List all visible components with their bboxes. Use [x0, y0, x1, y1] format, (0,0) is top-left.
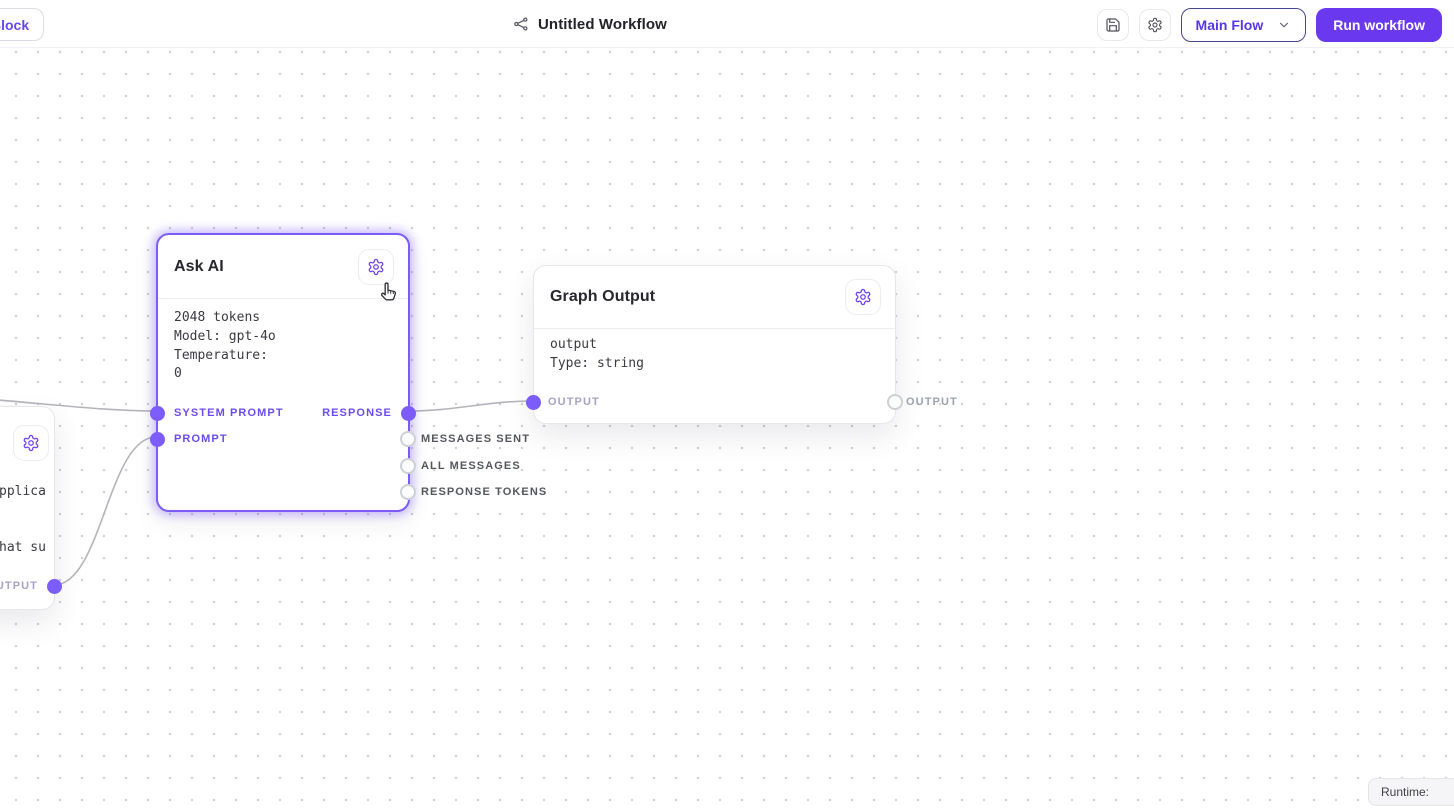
port-all-messages: ALL MESSAGES	[400, 458, 521, 474]
node-title: Graph Output	[550, 288, 656, 305]
port-label: SYSTEM PROMPT	[174, 407, 284, 419]
text-node-content-line: pplica	[0, 484, 46, 499]
port-label: ALL MESSAGES	[421, 460, 521, 472]
port-label: OUTPUT	[548, 396, 600, 408]
port-label: OUTPUT	[906, 396, 958, 408]
port-dot[interactable]	[400, 431, 416, 447]
settings-button[interactable]	[1138, 9, 1171, 41]
node-divider	[534, 328, 895, 329]
port-label: PROMPT	[174, 433, 228, 445]
gear-icon	[1147, 17, 1163, 33]
ask-ai-settings-button[interactable]	[358, 248, 394, 285]
port-dot[interactable]	[526, 394, 541, 410]
run-workflow-button[interactable]: Run workflow	[1316, 8, 1442, 42]
port-label: RESPONSE	[322, 407, 392, 419]
node-header: Graph Output	[534, 266, 895, 328]
port-response-tokens: RESPONSE TOKENS	[400, 484, 547, 500]
flow-selector-label: Main Flow	[1195, 17, 1264, 33]
add-block-button[interactable]: Block	[0, 8, 45, 41]
port-text-output: OUTPUT	[0, 578, 62, 594]
edge-response-to-output[interactable]	[409, 400, 533, 412]
graph-output-settings-button[interactable]	[845, 279, 881, 315]
runtime-status-badge: Runtime:	[1368, 778, 1454, 806]
port-system-prompt: SYSTEM PROMPT	[150, 405, 284, 421]
port-dot[interactable]	[150, 431, 165, 447]
workflow-graph-icon	[513, 16, 529, 32]
port-dot[interactable]	[150, 405, 165, 421]
port-label: OUTPUT	[0, 580, 38, 592]
top-toolbar: Block Untitled Workflow	[0, 0, 1454, 48]
page-title[interactable]: Untitled Workflow	[538, 15, 667, 33]
text-node-partial[interactable]: pplica hat su OUTPUT	[0, 406, 62, 610]
port-dot[interactable]	[400, 458, 416, 474]
port-output-out: OUTPUT	[887, 394, 958, 410]
port-dot[interactable]	[401, 405, 416, 421]
flow-selector-dropdown[interactable]: Main Flow	[1180, 8, 1307, 42]
edge-layer	[0, 399, 533, 586]
gear-icon	[367, 258, 385, 276]
workflow-title-group: Untitled Workflow	[513, 0, 667, 48]
gear-icon	[854, 288, 872, 306]
text-node-settings-button[interactable]	[13, 425, 49, 461]
port-dot[interactable]	[47, 578, 62, 594]
runtime-label: Runtime:	[1381, 785, 1430, 799]
port-messages-sent: MESSAGES SENT	[400, 431, 530, 447]
edge-into-system-prompt[interactable]	[0, 399, 157, 412]
port-output-in: OUTPUT	[526, 394, 600, 410]
port-response: RESPONSE	[322, 405, 416, 421]
text-node-content-line: hat su	[0, 540, 46, 555]
port-dot[interactable]	[400, 484, 416, 500]
node-header: Ask AI	[158, 235, 408, 298]
chevron-down-icon	[1277, 18, 1291, 32]
edge-textnode-to-prompt[interactable]	[53, 436, 157, 586]
port-label: RESPONSE TOKENS	[421, 486, 548, 498]
save-button[interactable]	[1096, 9, 1129, 41]
port-label: MESSAGES SENT	[421, 433, 531, 445]
workflow-canvas[interactable]: pplica hat su OUTPUT Ask AI	[0, 48, 1454, 812]
gear-icon	[22, 434, 40, 452]
node-divider	[158, 298, 408, 299]
port-dot[interactable]	[887, 394, 903, 410]
port-prompt: PROMPT	[150, 431, 228, 447]
save-icon	[1105, 17, 1121, 33]
node-title: Ask AI	[174, 257, 224, 275]
toolbar-actions: Main Flow Run workflow	[1096, 8, 1442, 42]
